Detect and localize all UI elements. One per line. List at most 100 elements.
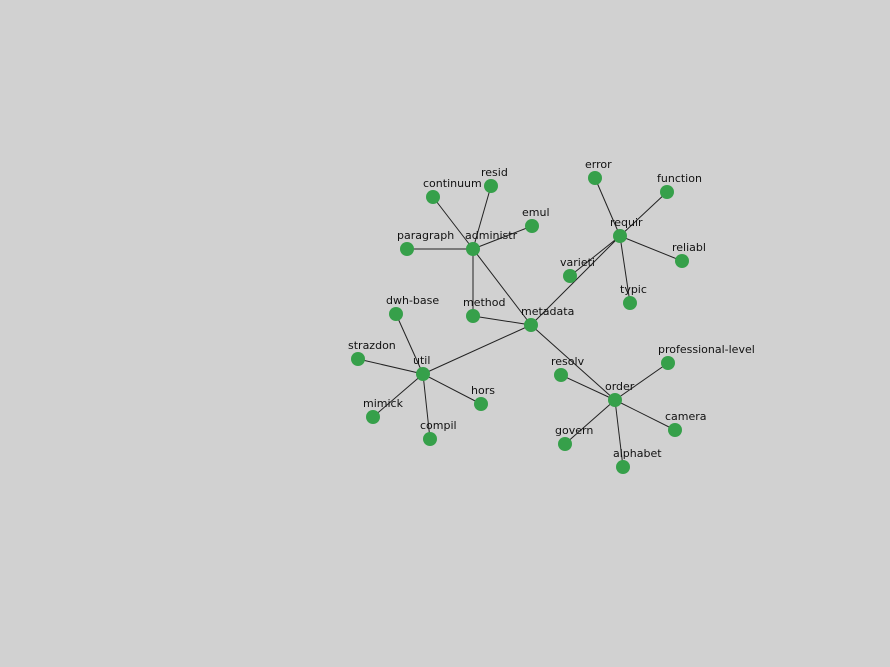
node-label-paragraph: paragraph [397,229,454,242]
node-order[interactable]: order [605,380,635,407]
node-label-error: error [585,158,612,171]
node-label-resolv: resolv [551,355,585,368]
node-label-reliabl: reliabl [672,241,706,254]
edge-util-compil [422,373,431,440]
node-resid[interactable]: resid [481,166,508,193]
node-hors[interactable]: hors [471,384,495,411]
node-label-function: function [657,172,702,185]
node-label-requir: requir [610,216,643,229]
edge-metadata-method [472,315,532,326]
edge-administr-emul [472,225,533,250]
node-resolv[interactable]: resolv [551,355,585,382]
edge-requir-error [594,177,621,237]
node-dot-dwh-base[interactable] [389,307,403,321]
node-dot-function[interactable] [660,185,674,199]
node-dot-emul[interactable] [525,219,539,233]
node-dwh-base[interactable]: dwh-base [386,294,439,321]
node-dot-util[interactable] [416,367,430,381]
node-label-dwh-base: dwh-base [386,294,439,307]
node-dot-administr[interactable] [466,242,480,256]
node-label-administr: administr [465,229,518,242]
edge-metadata-administr [472,248,532,326]
edge-requir-typic [619,235,631,304]
edge-order-govern [564,399,616,445]
node-label-order: order [605,380,635,393]
graph-edges [357,177,683,468]
node-error[interactable]: error [585,158,612,185]
node-util[interactable]: util [413,354,430,381]
node-dot-strazdon[interactable] [351,352,365,366]
edge-order-resolv [560,374,616,401]
edge-administr-continuum [432,196,474,250]
edge-metadata-util [422,324,532,375]
node-administr[interactable]: administr [465,229,518,256]
node-dot-metadata[interactable] [524,318,538,332]
node-label-camera: camera [665,410,707,423]
node-dot-typic[interactable] [623,296,637,310]
node-label-resid: resid [481,166,508,179]
node-reliabl[interactable]: reliabl [672,241,706,268]
node-label-metadata: metadata [521,305,574,318]
edge-requir-reliabl [619,235,683,262]
node-dot-method[interactable] [466,309,480,323]
edge-order-professional-level [614,362,669,401]
node-continuum[interactable]: continuum [423,177,482,204]
node-dot-alphabet[interactable] [616,460,630,474]
edge-util-strazdon [357,358,424,375]
node-metadata[interactable]: metadata [521,305,574,332]
node-typic[interactable]: typic [620,283,647,310]
node-label-govern: govern [555,424,593,437]
node-varieti[interactable]: varieti [560,256,595,283]
node-dot-error[interactable] [588,171,602,185]
edge-order-camera [614,399,676,431]
edge-administr-resid [472,185,492,250]
node-dot-resolv[interactable] [554,368,568,382]
node-dot-requir[interactable] [613,229,627,243]
node-label-continuum: continuum [423,177,482,190]
edge-util-hors [422,373,482,405]
node-label-util: util [413,354,430,367]
node-label-typic: typic [620,283,647,296]
edge-order-alphabet [614,399,624,468]
edge-metadata-order [530,324,616,401]
node-dot-govern[interactable] [558,437,572,451]
node-dot-resid[interactable] [484,179,498,193]
edge-util-mimick [372,373,424,418]
node-dot-order[interactable] [608,393,622,407]
node-label-hors: hors [471,384,495,397]
node-dot-hors[interactable] [474,397,488,411]
node-strazdon[interactable]: strazdon [348,339,396,366]
node-dot-varieti[interactable] [563,269,577,283]
edge-metadata-requir [530,235,621,326]
edge-requir-function [619,191,668,237]
node-label-method: method [463,296,505,309]
edge-util-dwh-base [395,313,424,375]
node-professional-level[interactable]: professional-level [658,343,755,370]
node-govern[interactable]: govern [555,424,593,451]
node-camera[interactable]: camera [665,410,707,437]
edge-requir-varieti [569,235,621,277]
node-paragraph[interactable]: paragraph [397,229,454,256]
node-dot-professional-level[interactable] [661,356,675,370]
node-dot-continuum[interactable] [426,190,440,204]
node-mimick[interactable]: mimick [363,397,404,424]
node-method[interactable]: method [463,296,505,323]
node-dot-camera[interactable] [668,423,682,437]
node-label-strazdon: strazdon [348,339,396,352]
node-label-varieti: varieti [560,256,595,269]
node-compil[interactable]: compil [420,419,457,446]
node-dot-reliabl[interactable] [675,254,689,268]
node-label-compil: compil [420,419,457,432]
node-label-professional-level: professional-level [658,343,755,356]
node-dot-mimick[interactable] [366,410,380,424]
node-requir[interactable]: requir [610,216,643,243]
node-function[interactable]: function [657,172,702,199]
node-emul[interactable]: emul [522,206,550,233]
node-alphabet[interactable]: alphabet [613,447,662,474]
node-label-emul: emul [522,206,550,219]
node-label-mimick: mimick [363,397,404,410]
node-dot-paragraph[interactable] [400,242,414,256]
node-dot-compil[interactable] [423,432,437,446]
node-label-alphabet: alphabet [613,447,662,460]
